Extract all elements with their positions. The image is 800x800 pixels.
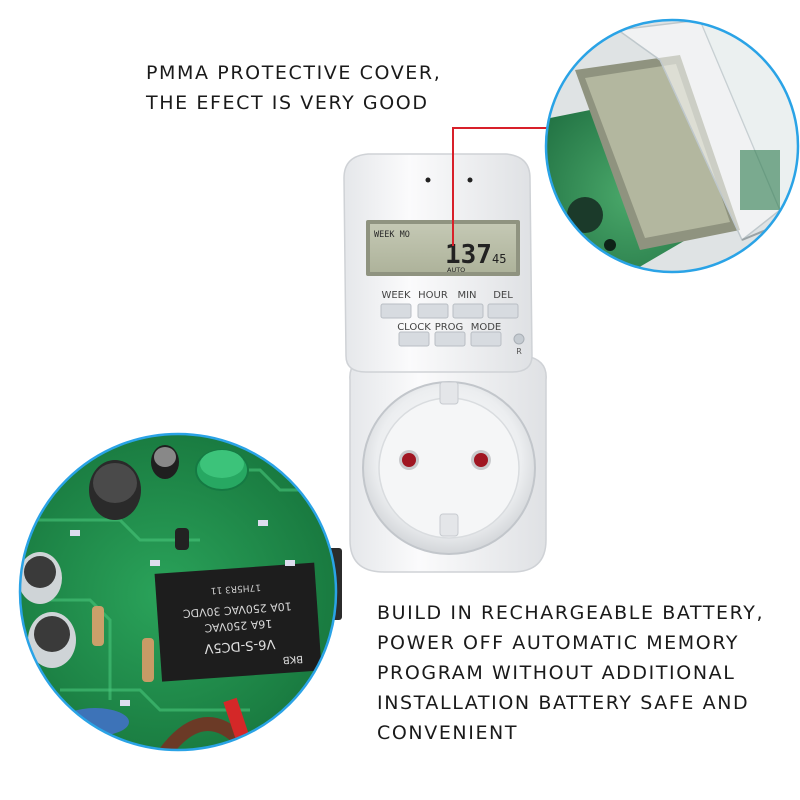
hour-button[interactable] (417, 303, 449, 319)
indicator-dot (425, 177, 431, 183)
caption-line: CONVENIENT (377, 722, 519, 744)
prog-button[interactable] (434, 331, 466, 347)
caption-battery: BUILD IN RECHARGEABLE BATTERY, POWER OFF… (377, 598, 764, 748)
relay: 17H5R3 11 10A 250VAC 30VDC 16A 250VAC V6… (154, 562, 322, 682)
button-label-prog: PROG (435, 322, 464, 333)
button-label-mode: MODE (471, 322, 502, 333)
lcd-mode-auto: AUTO (447, 266, 465, 274)
caption-pmma-cover: PMMA PROTECTIVE COVER, THE EFECT IS VERY… (146, 58, 441, 118)
button-label-week: WEEK (381, 290, 411, 301)
caption-line: POWER OFF AUTOMATIC MEMORY (377, 632, 740, 654)
socket-pin-hole (402, 453, 416, 467)
socket-pin-hole (474, 453, 488, 467)
relay-text: 17H5R3 11 (210, 581, 261, 594)
relay-text: V6-S-DC5V (204, 636, 276, 656)
lcd-screen (370, 224, 516, 272)
zoom-border (18, 432, 338, 752)
min-button[interactable] (452, 303, 484, 319)
caption-line: THE EFECT IS VERY GOOD (146, 92, 429, 114)
del-button[interactable] (487, 303, 519, 319)
caption-line: BUILD IN RECHARGEABLE BATTERY, (377, 602, 765, 624)
timer-plug-device: WEEK MO 137 45 AUTO WEEK HOUR MIN DEL CL… (328, 153, 547, 620)
lcd-week-label: WEEK MO (374, 230, 410, 240)
button-label-clock: CLOCK (397, 322, 431, 333)
reset-button[interactable] (513, 333, 525, 345)
caption-line: INSTALLATION BATTERY SAFE AND (377, 692, 750, 714)
reset-label: R (516, 347, 522, 356)
button-row-bottom: CLOCK PROG MODE R (397, 322, 525, 356)
zoom-lcd-cover (544, 18, 800, 274)
week-button[interactable] (380, 303, 412, 319)
caption-line: PROGRAM WITHOUT ADDITIONAL (377, 662, 736, 684)
indicator-dot (467, 177, 473, 183)
relay-text: 16A 250VAC (204, 617, 273, 635)
zoom-border (544, 18, 800, 274)
relay-text: BKB (282, 653, 303, 665)
button-row-top: WEEK HOUR MIN DEL (380, 290, 519, 319)
clock-button[interactable] (398, 331, 430, 347)
callout-line (452, 127, 556, 246)
mode-button[interactable] (470, 331, 502, 347)
button-label-del: DEL (493, 290, 513, 301)
button-label-min: MIN (457, 290, 476, 301)
lcd-seconds: 45 (492, 252, 506, 266)
caption-line: PMMA PROTECTIVE COVER, (146, 62, 442, 84)
button-label-hour: HOUR (418, 290, 448, 301)
zoom-circuit-board: 17H5R3 11 10A 250VAC 30VDC 16A 250VAC V6… (18, 432, 338, 752)
